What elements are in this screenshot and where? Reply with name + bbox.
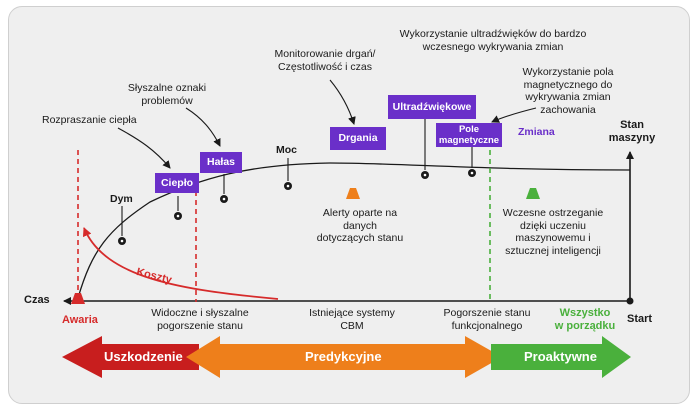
label-time: Czas: [24, 294, 50, 306]
alert-marker: [346, 188, 360, 199]
predictive-phase-arrow: [186, 336, 502, 378]
label-change: Zmiana: [518, 126, 555, 138]
arrow-vibration: [329, 79, 356, 125]
arrow-audible-signs: [185, 107, 221, 147]
label-vibration-monitoring: Monitorowanie drgań/ Częstotliwość i cza…: [274, 48, 376, 73]
degradation-curve: [77, 162, 631, 299]
box-magnetic: Pole magnetyczne: [436, 123, 502, 147]
label-failure: Awaria: [62, 314, 98, 326]
label-audible-signs: Słyszalne oznaki problemów: [127, 82, 207, 107]
arrow-heat-dissipation: [117, 127, 171, 169]
curve-point-centers: [120, 171, 474, 243]
label-cbm-systems: Istniejące systemy CBM: [309, 307, 395, 332]
label-ultrasound-use: Wykorzystanie ultradźwięków do bardzo wc…: [399, 28, 587, 53]
box-ultrasound: Ultradźwiękowe: [388, 95, 476, 119]
box-vibration: Drgania: [330, 127, 386, 150]
diagram-frame: [8, 6, 690, 404]
label-alerts: Alerty oparte na danych dotyczących stan…: [316, 207, 404, 244]
label-early-warning: Wczesne ostrzeganie dzięki uczeniu maszy…: [502, 207, 604, 257]
start-dot: [626, 297, 634, 305]
label-start: Start: [627, 313, 653, 325]
phase-damage-label: Uszkodzenie: [104, 349, 183, 364]
label-machine-state: Stan maszyny: [608, 119, 656, 144]
early-warning-marker: [526, 188, 540, 199]
label-functional-degradation: Pogorszenie stanu funkcjonalnego: [443, 307, 531, 332]
phase-proactive-label: Proaktywne: [524, 349, 597, 364]
cost-curve: [82, 227, 279, 300]
box-heat: Ciepło: [155, 173, 199, 193]
label-all-ok: Wszystko w porządku: [554, 307, 616, 332]
label-smoke: Dym: [110, 193, 133, 205]
label-heat-dissipation: Rozpraszanie ciepła: [42, 114, 137, 126]
arrow-magnetic: [491, 107, 537, 123]
box-noise: Hałas: [200, 152, 242, 173]
phase-predictive-label: Predykcyjne: [305, 349, 382, 364]
label-visible-audible: Widoczne i słyszalne pogorszenie stanu: [151, 307, 249, 332]
failure-marker: [71, 293, 85, 304]
label-power: Moc: [276, 144, 297, 156]
proactive-phase-arrow: [491, 336, 631, 378]
label-magnetic-use: Wykorzystanie pola magnetycznego do wykr…: [522, 66, 614, 116]
damage-phase-arrow: [62, 336, 199, 378]
